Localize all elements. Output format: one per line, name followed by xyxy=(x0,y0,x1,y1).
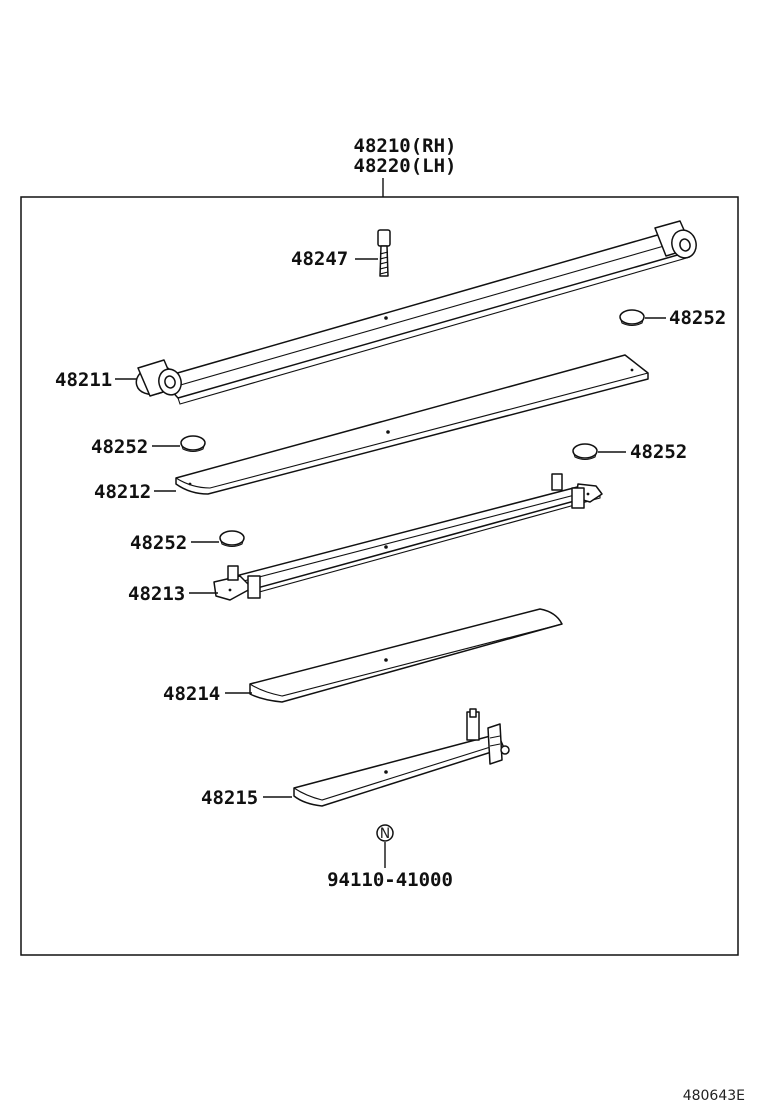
leaf-spring-4-icon xyxy=(249,608,563,703)
liner-icon-2 xyxy=(180,435,206,453)
liner-icon-3 xyxy=(572,443,598,461)
liner-icon-4 xyxy=(219,530,245,548)
label-48252-1: 48252 xyxy=(669,307,726,329)
label-48252-3: 48252 xyxy=(630,441,687,463)
leaf-spring-3-icon xyxy=(213,473,603,601)
assembly-frame xyxy=(20,196,739,956)
leaf-spring-5-icon xyxy=(293,708,510,807)
label-94110-41000: 94110-41000 xyxy=(327,869,453,891)
label-48215: 48215 xyxy=(201,787,258,809)
figure-id: 480643E xyxy=(683,1088,745,1104)
liner-icon-1 xyxy=(619,309,645,327)
center-bolt-icon xyxy=(377,229,391,277)
nut-icon: N xyxy=(376,824,394,842)
label-48211: 48211 xyxy=(55,369,112,391)
label-48213: 48213 xyxy=(128,583,185,605)
leaf-spring-2-icon xyxy=(175,354,649,495)
label-48252-2: 48252 xyxy=(91,436,148,458)
main-leaf-spring-icon xyxy=(135,220,697,405)
label-48252-4: 48252 xyxy=(130,532,187,554)
assembly-label-lh: 48220(LH) xyxy=(354,155,457,177)
label-48247: 48247 xyxy=(291,248,348,270)
label-48212: 48212 xyxy=(94,481,151,503)
assembly-label-rh: 48210(RH) xyxy=(354,135,457,157)
nut-symbol: N xyxy=(380,826,390,842)
label-48214: 48214 xyxy=(163,683,220,705)
